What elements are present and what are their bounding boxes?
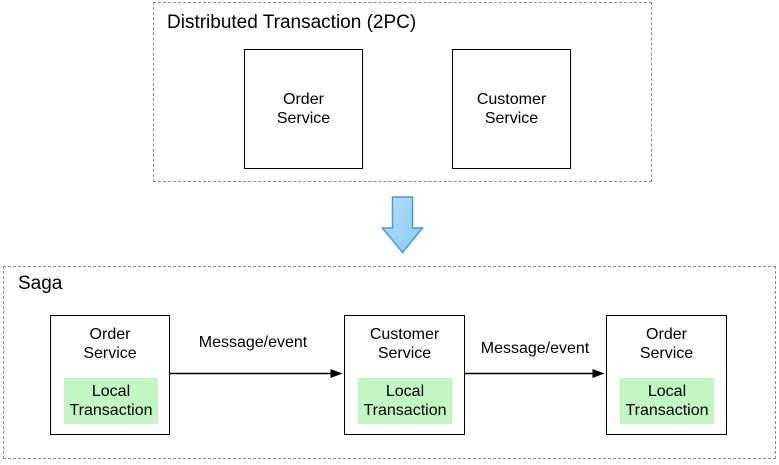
node-label: Order Service <box>276 91 331 127</box>
local-transaction-box: Local Transaction <box>620 378 714 424</box>
local-transaction-box: Local Transaction <box>64 378 158 424</box>
saga-order-service-node-2: Order Service Local Transaction <box>606 315 727 435</box>
saga-customer-service-node: Customer Service Local Transaction <box>344 315 465 435</box>
message-event-label-1: Message/event <box>198 334 308 351</box>
2pc-customer-service-node: Customer Service <box>452 49 571 169</box>
transition-down-arrow-icon <box>380 196 425 254</box>
local-transaction-label: Local Transaction <box>625 383 709 419</box>
node-label: Customer Service <box>369 326 440 362</box>
2pc-order-service-node: Order Service <box>244 49 363 169</box>
saga-order-service-node-1: Order Service Local Transaction <box>50 315 170 435</box>
saga-group-box: Saga Order Service Local Transaction Cus… <box>3 266 776 459</box>
2pc-group-title: Distributed Transaction (2PC) <box>167 12 417 33</box>
node-label: Customer Service <box>476 91 547 127</box>
local-transaction-label: Local Transaction <box>69 383 153 419</box>
saga-group-title: Saga <box>18 273 63 294</box>
message-event-label-2: Message/event <box>480 340 590 357</box>
2pc-group-box: Distributed Transaction (2PC) Order Serv… <box>153 2 652 182</box>
local-transaction-box: Local Transaction <box>358 378 452 424</box>
node-label: Order Service <box>83 326 137 362</box>
node-label: Order Service <box>639 326 694 362</box>
local-transaction-label: Local Transaction <box>363 383 447 419</box>
